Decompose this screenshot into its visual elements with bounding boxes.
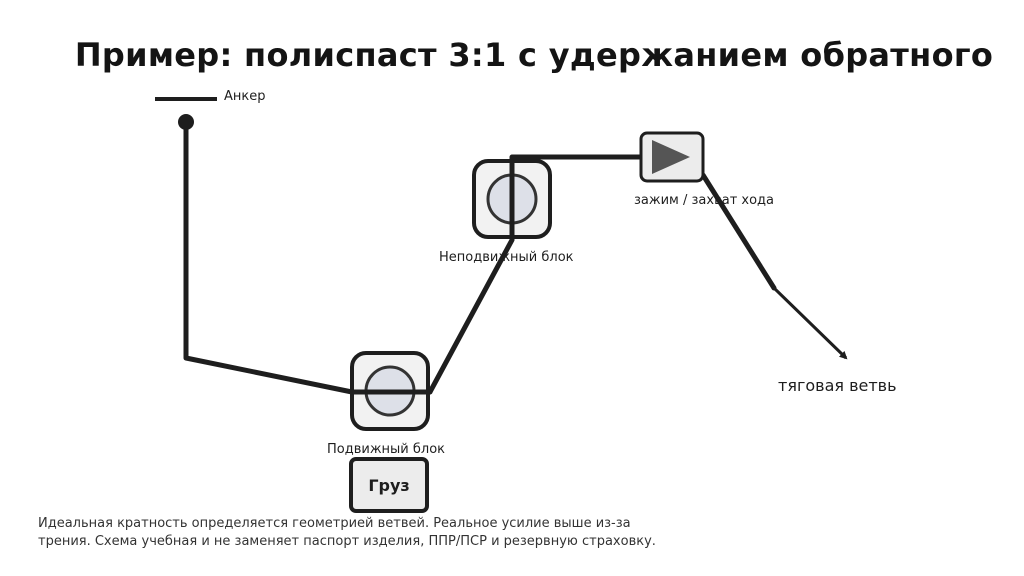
- moving-block: [350, 351, 430, 431]
- anchor-point-icon: [178, 114, 194, 130]
- fixed-block: [472, 157, 552, 240]
- rope-segment-anchor: [183, 127, 355, 395]
- anchor-label: Анкер: [224, 89, 266, 104]
- pull-line-label: тяговая ветвь: [778, 376, 897, 395]
- clamp: [639, 131, 705, 183]
- footnote: Идеальная кратность определяется геометр…: [38, 516, 656, 550]
- diagram-title: Пример: полиспаст 3:1 с удержанием обрат…: [74, 36, 994, 74]
- fixed-block-label: Неподвижный блок: [439, 250, 574, 265]
- clamp-label: зажим / захват хода: [634, 193, 774, 208]
- pull-line-arrow: [772, 286, 848, 360]
- play-triangle-icon: [652, 140, 690, 174]
- moving-block-label: Подвижный блок: [327, 442, 446, 457]
- rope-segment-pull: [700, 172, 777, 291]
- load-box: Груз: [349, 457, 429, 513]
- load-label: Груз: [368, 475, 410, 495]
